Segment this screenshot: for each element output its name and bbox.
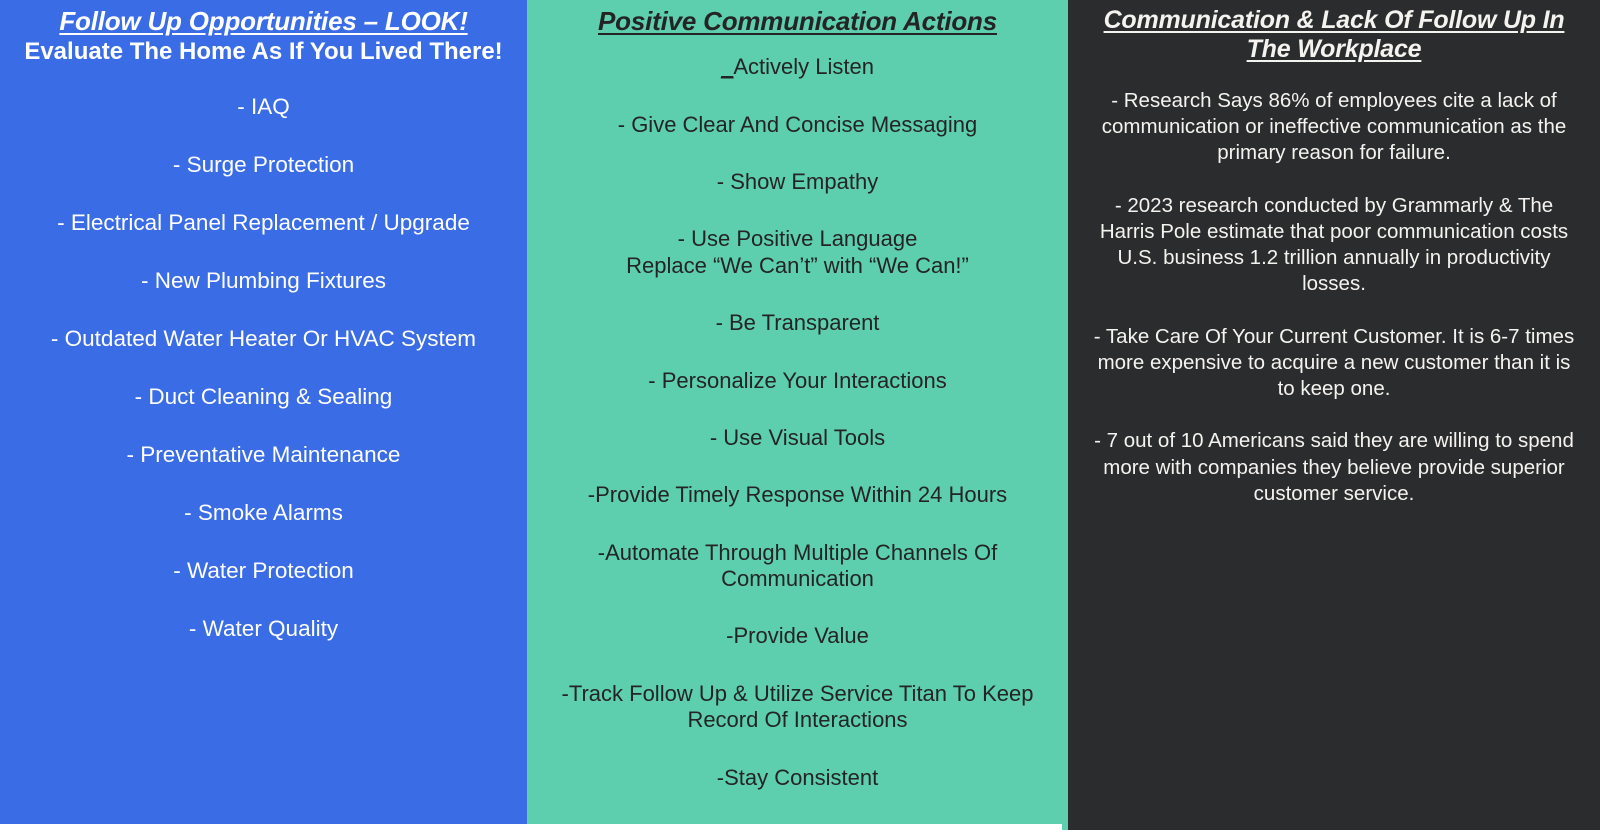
middle-column-heading-text: Positive Communication Actions (598, 6, 997, 36)
list-item: -Track Follow Up & Utilize Service Titan… (561, 680, 1034, 733)
list-item: - Use Positive Language Replace “We Can’… (626, 226, 969, 278)
list-item: -Close The Loop (539, 822, 1056, 824)
list-item: - Preventative Maintenance (126, 442, 401, 468)
left-column-list: - IAQ - Surge Protection - Electrical Pa… (14, 93, 513, 642)
list-item: - Outdated Water Heater Or HVAC System (50, 326, 477, 352)
list-item: - Smoke Alarms (184, 500, 343, 526)
list-item: -Automate Through Multiple Channels Of C… (597, 539, 998, 592)
list-item-actively-listen: _Actively Listen (539, 54, 1056, 80)
left-column-subheading: Evaluate The Home As If You Lived There! (24, 38, 503, 66)
list-item: -Provide Value (726, 623, 869, 649)
left-column-heading: Follow Up Opportunities – LOOK! (14, 6, 513, 36)
list-item: - New Plumbing Fixtures (140, 268, 387, 294)
list-item: - Take Care Of Your Current Customer. It… (1093, 324, 1575, 401)
left-column-heading-text: Follow Up Opportunities – LOOK! (59, 6, 468, 36)
column-positive-communication-actions: Positive Communication Actions _Actively… (527, 0, 1068, 824)
right-column-heading: Communication & Lack Of Follow Up In The… (1090, 6, 1578, 64)
list-item: - Electrical Panel Replacement / Upgrade (57, 210, 470, 236)
middle-column-list: _Actively Listen - Give Clear And Concis… (539, 54, 1056, 824)
list-item: - 2023 research conducted by Grammarly &… (1099, 193, 1569, 296)
teal-edge-divider (1062, 0, 1069, 830)
list-item: - 7 out of 10 Americans said they are wi… (1094, 429, 1574, 505)
list-item: - Water Protection (173, 558, 354, 584)
list-item: - Surge Protection (172, 152, 355, 178)
list-item: -Stay Consistent (716, 764, 879, 790)
list-item: - Show Empathy (716, 168, 879, 194)
list-item: - Be Transparent (715, 310, 880, 336)
list-item: - Duct Cleaning & Sealing (134, 384, 393, 410)
list-item-label: Actively Listen (733, 54, 874, 80)
column-follow-up-opportunities: Follow Up Opportunities – LOOK! Evaluate… (0, 0, 527, 824)
list-item: - Water Quality (188, 616, 339, 642)
column-communication-lack-of-follow-up: Communication & Lack Of Follow Up In The… (1068, 0, 1600, 830)
right-column-heading-text: Communication & Lack Of Follow Up In The… (1103, 6, 1565, 63)
list-item: - Give Clear And Concise Messaging (617, 111, 978, 137)
right-column-list: - Research Says 86% of employees cite a … (1090, 88, 1578, 507)
leading-underscore: _ (721, 54, 734, 80)
list-item: - Use Visual Tools (709, 424, 886, 450)
list-item: -Provide Timely Response Within 24 Hours (587, 482, 1008, 508)
list-item: - Research Says 86% of employees cite a … (1101, 89, 1567, 165)
list-item: - IAQ (237, 94, 290, 120)
list-item: - Personalize Your Interactions (648, 367, 947, 393)
middle-column-heading: Positive Communication Actions (539, 6, 1056, 36)
